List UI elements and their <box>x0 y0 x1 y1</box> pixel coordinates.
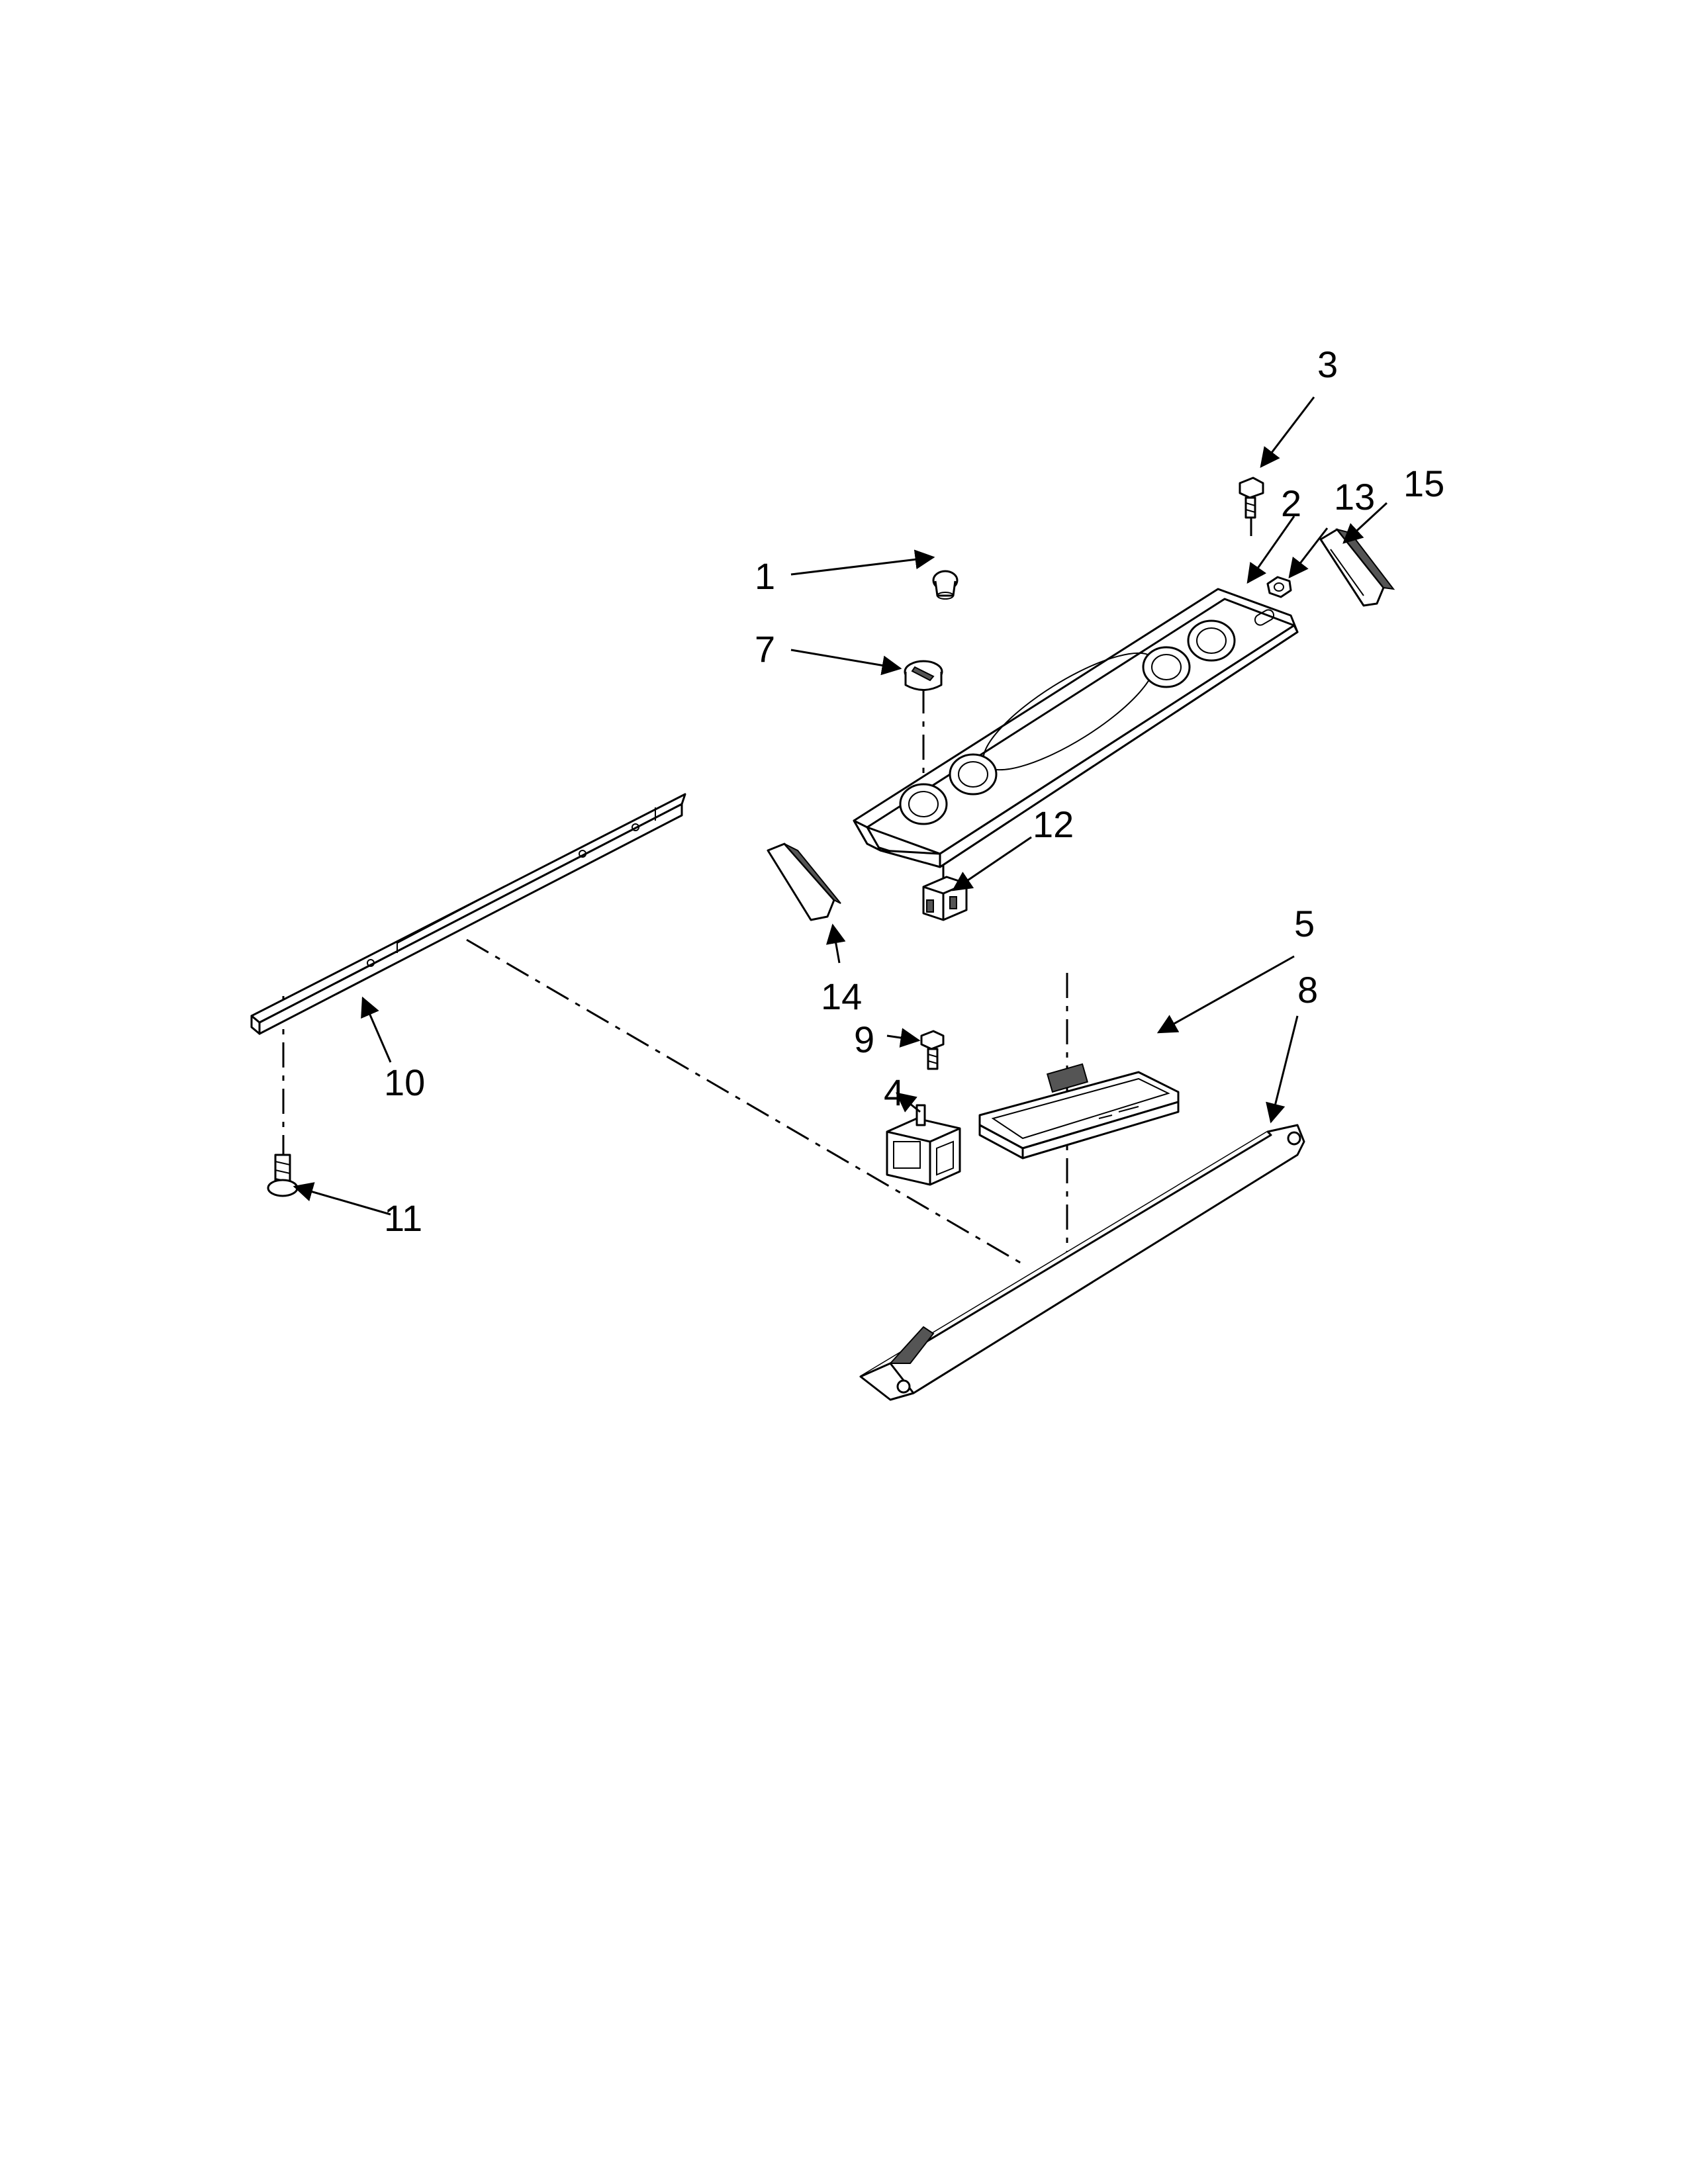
part-11-screw <box>267 1154 299 1197</box>
part-1-knob-cap <box>932 570 959 600</box>
alignment-line-rail <box>466 938 1023 1265</box>
callout-7: 7 <box>755 628 775 670</box>
part-5-control-board <box>978 1063 1180 1160</box>
callout-5: 5 <box>1294 903 1315 944</box>
callout-2: 2 <box>1281 482 1301 524</box>
callout-15: 15 <box>1403 463 1444 504</box>
callout-13: 13 <box>1334 476 1375 518</box>
callout-3: 3 <box>1317 343 1338 385</box>
part-2-console-panel <box>853 588 1299 868</box>
part-15-end-cap <box>1319 528 1395 607</box>
callout-9: 9 <box>854 1019 874 1060</box>
part-10-rail <box>250 793 686 1035</box>
callout-4: 4 <box>884 1071 904 1113</box>
callout-10: 10 <box>384 1062 425 1103</box>
part-14-end-cap <box>767 842 841 921</box>
part-8-rail <box>859 1124 1305 1401</box>
callout-14: 14 <box>821 976 862 1017</box>
part-7-knob <box>904 660 943 691</box>
part-13-nut <box>1266 576 1292 598</box>
part-12-switch <box>922 876 968 921</box>
part-4-switch <box>886 1104 961 1186</box>
callout-11: 11 <box>384 1197 422 1239</box>
part-3-screw <box>1239 477 1264 519</box>
callout-12: 12 <box>1033 803 1074 845</box>
callout-1: 1 <box>755 555 775 597</box>
callout-8: 8 <box>1297 969 1318 1011</box>
part-9-screw <box>920 1030 945 1070</box>
